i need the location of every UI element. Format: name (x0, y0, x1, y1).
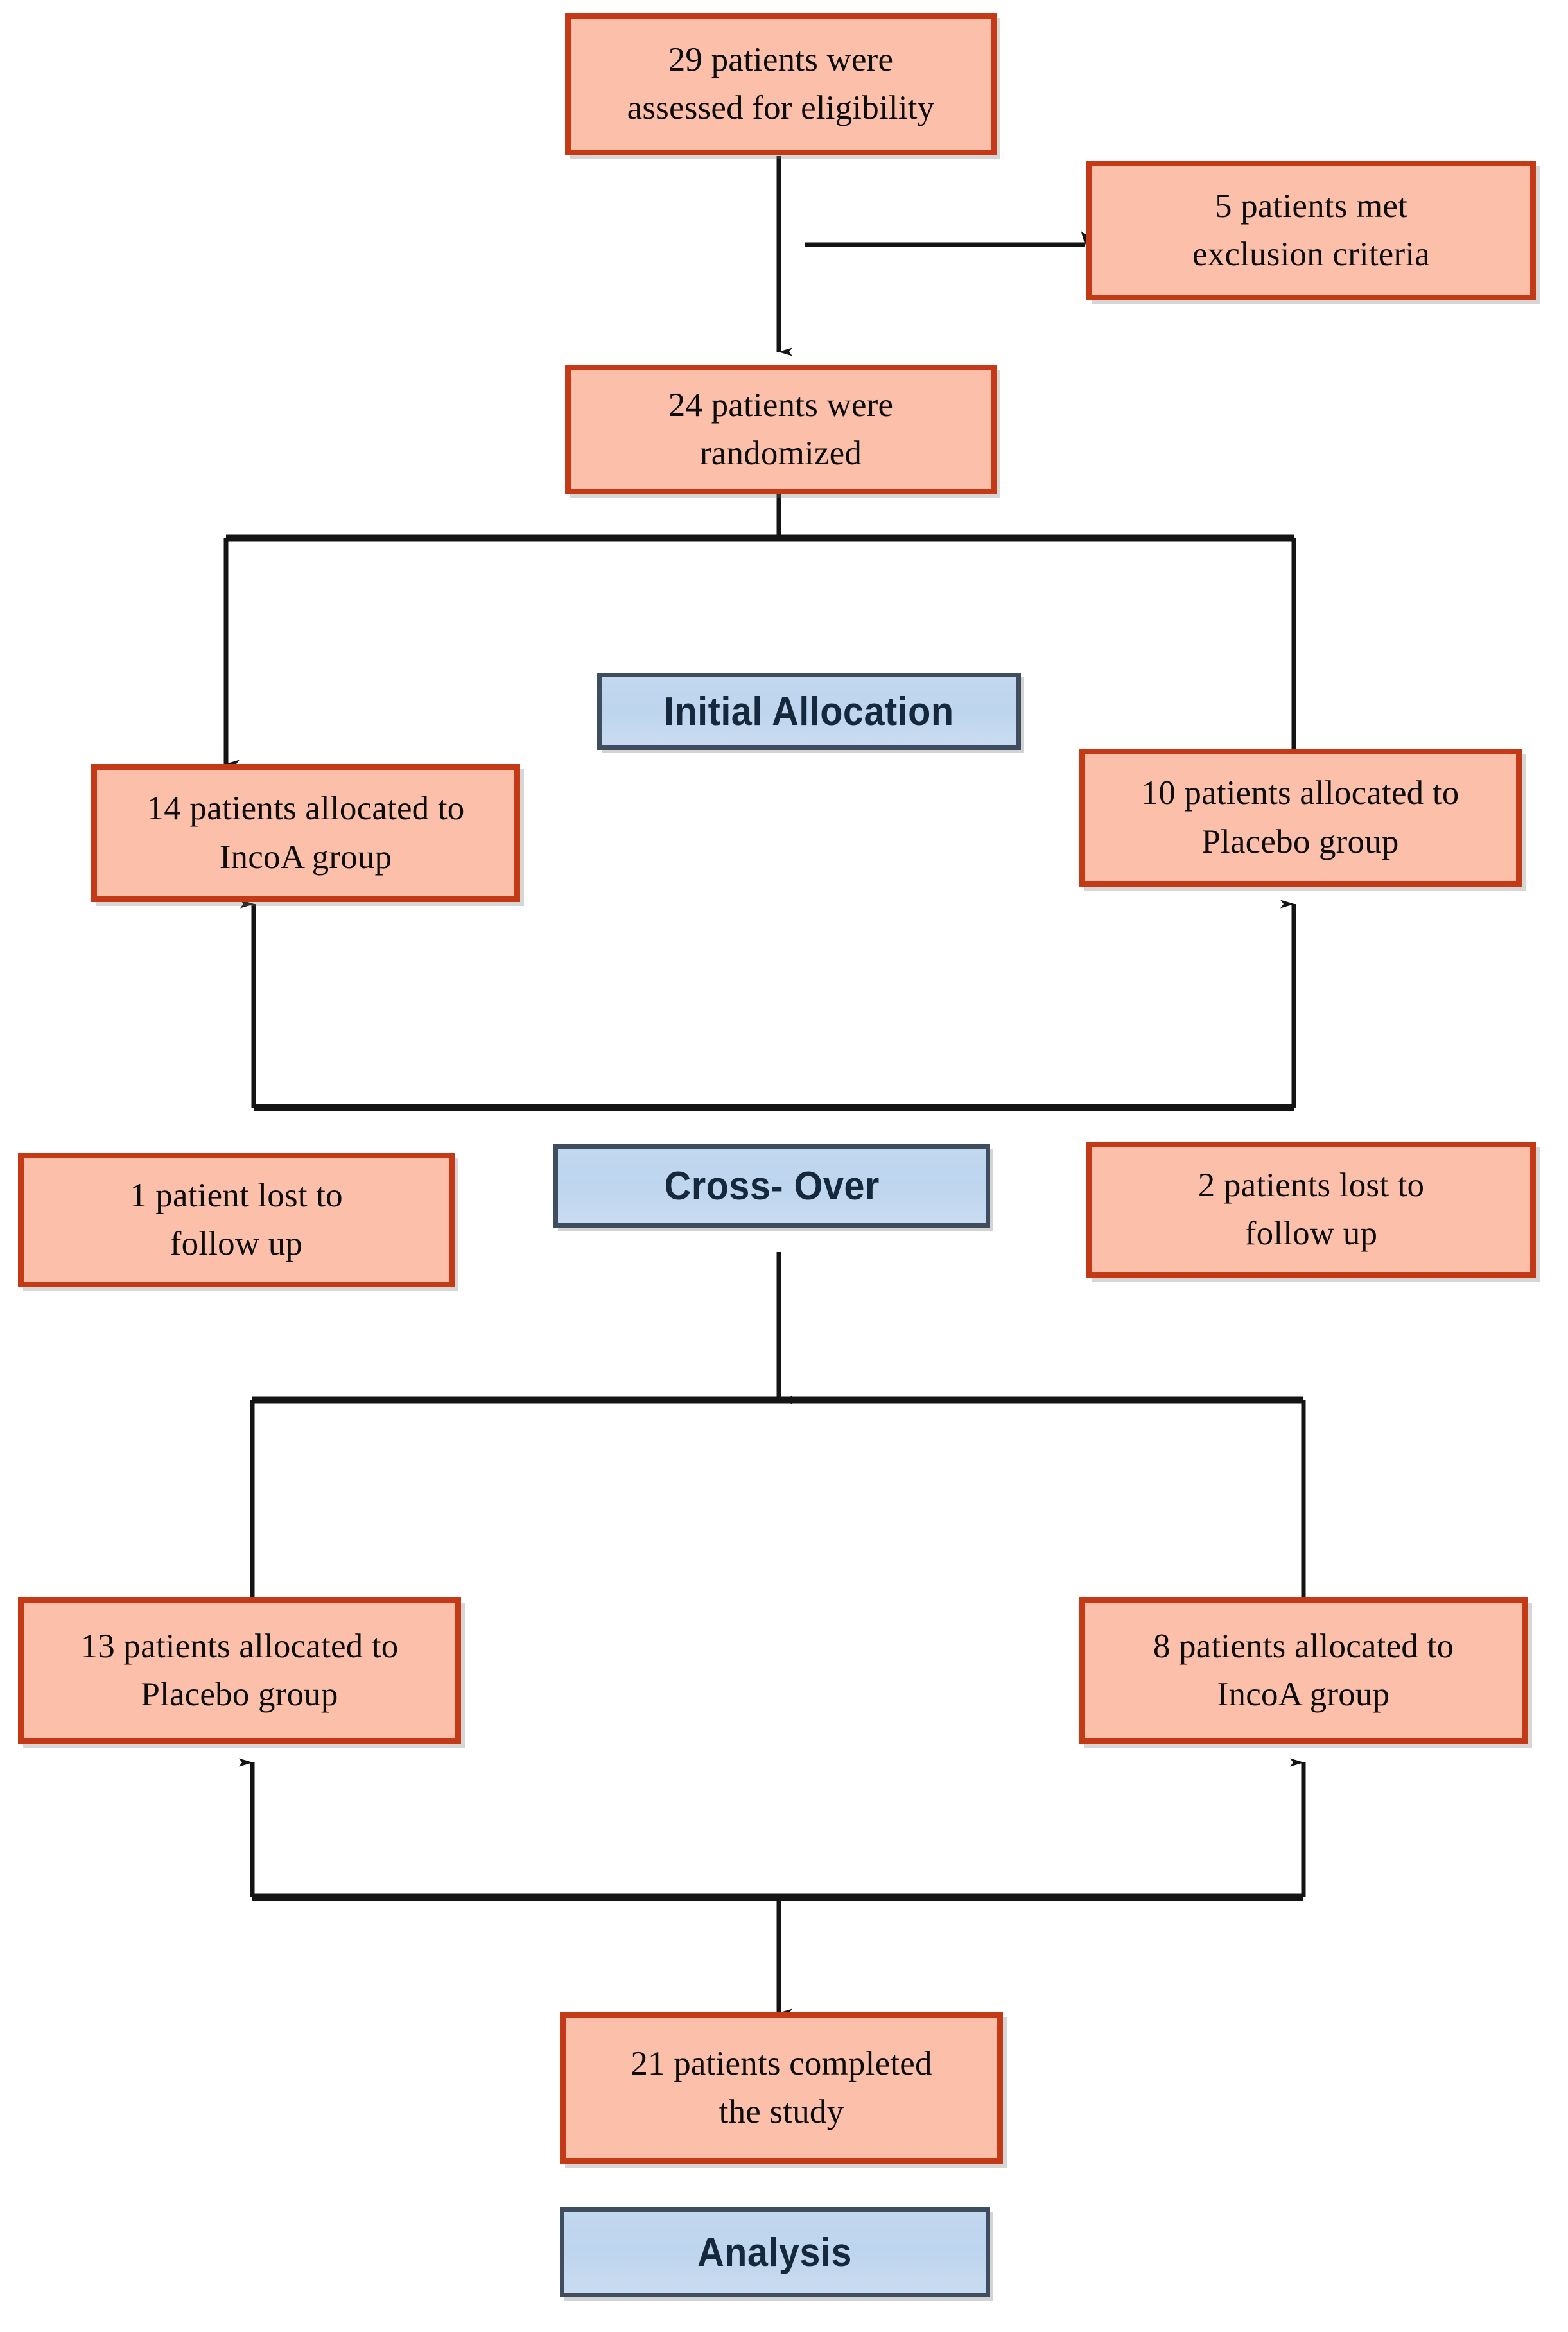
node-allocated-incoa-period1: 14 patients allocated to IncoA group (91, 764, 520, 902)
node-alloc2-incoa-label: 8 patients allocated to IncoA group (1153, 1627, 1454, 1713)
phase-cross-over-label: Cross- Over (664, 1163, 880, 1208)
node-excluded-label: 5 patients met exclusion criteria (1192, 187, 1431, 273)
node-randomized-label: 24 patients were randomized (668, 386, 894, 472)
node-met-exclusion-criteria: 5 patients met exclusion criteria (1086, 161, 1536, 300)
phase-analysis-label: Analysis (697, 2230, 853, 2275)
phase-header-cross-over: Cross- Over (553, 1144, 990, 1228)
phase-header-analysis: Analysis (560, 2207, 990, 2297)
phase-header-initial-allocation: Initial Allocation (597, 673, 1021, 750)
node-allocated-placebo-period2: 13 patients allocated to Placebo group (18, 1597, 461, 1744)
node-allocated-incoa-period2: 8 patients allocated to IncoA group (1079, 1597, 1528, 1744)
node-completed-label: 21 patients completed the study (631, 2044, 932, 2130)
node-allocated-placebo-period1: 10 patients allocated to Placebo group (1079, 749, 1522, 887)
node-alloc-incoa-label: 14 patients allocated to IncoA group (146, 790, 465, 876)
phase-initial-allocation-label: Initial Allocation (664, 689, 954, 734)
node-lost-left-label: 1 patient lost to follow up (130, 1176, 343, 1262)
node-completed-study: 21 patients completed the study (560, 2012, 1003, 2164)
node-lost-right-label: 2 patients lost to follow up (1198, 1166, 1425, 1252)
node-lost-to-follow-up-right: 2 patients lost to follow up (1086, 1142, 1536, 1278)
node-assessed-label: 29 patients were assessed for eligibilit… (627, 40, 935, 126)
node-alloc-placebo-label: 10 patients allocated to Placebo group (1141, 774, 1459, 860)
node-lost-to-follow-up-left: 1 patient lost to follow up (18, 1153, 455, 1287)
node-randomized: 24 patients were randomized (565, 365, 997, 494)
node-alloc2-placebo-label: 13 patients allocated to Placebo group (80, 1627, 399, 1713)
node-assessed-for-eligibility: 29 patients were assessed for eligibilit… (565, 13, 997, 155)
